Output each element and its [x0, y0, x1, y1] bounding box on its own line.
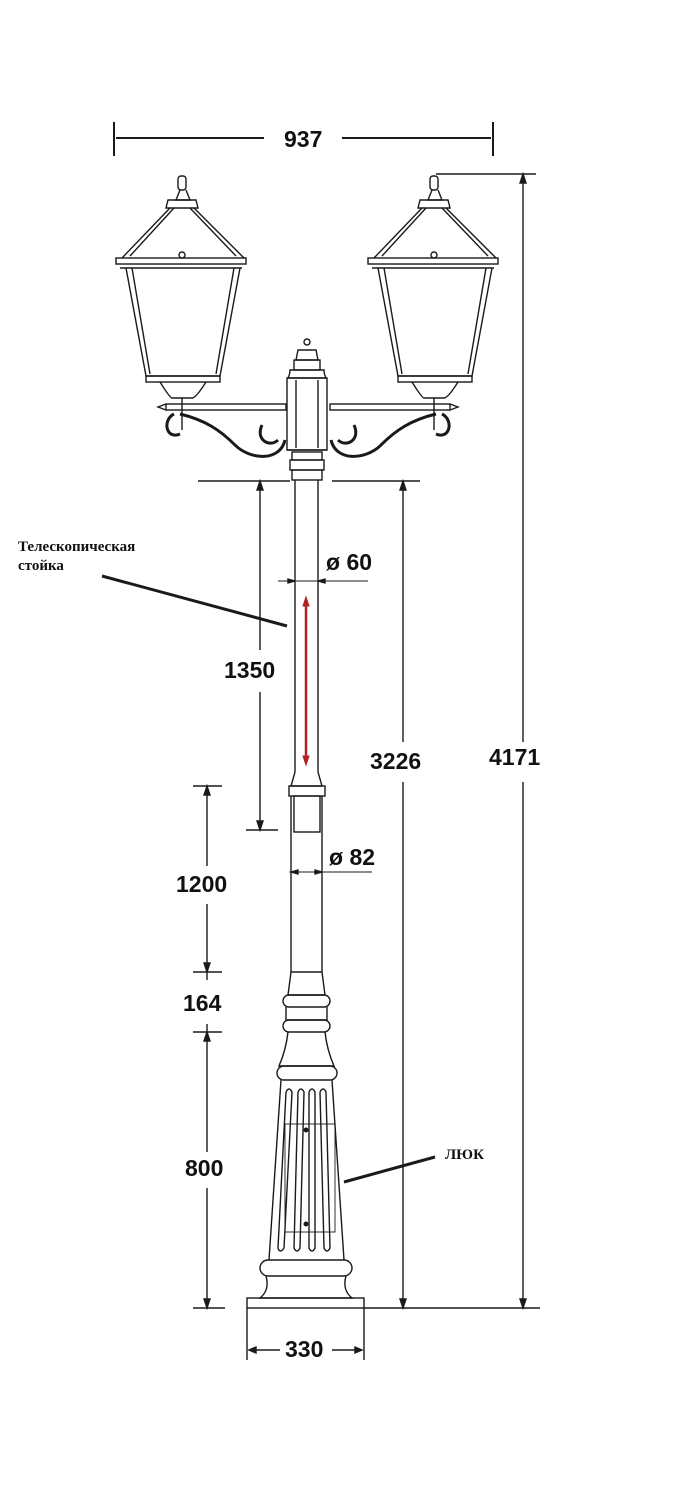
total-height-dimension	[436, 171, 536, 1311]
hatch-callout: ЛЮК	[445, 1147, 484, 1163]
central-hub	[286, 338, 328, 481]
lower-stack-dimensions	[193, 783, 222, 1311]
left-lantern	[115, 175, 247, 430]
pole-height-dimension	[332, 478, 420, 1311]
upper-pipe	[288, 480, 326, 833]
lower-pipe	[290, 796, 323, 972]
lower-pipe-length-label: 1200	[176, 871, 228, 897]
base-height-label: 800	[185, 1155, 224, 1181]
telescopic-length-label: 1350	[224, 657, 276, 683]
pole-height-label: 3226	[370, 748, 422, 774]
telescopic-leader-line	[101, 574, 288, 628]
cross-arm	[156, 403, 460, 458]
total-height-label: 4171	[489, 744, 541, 770]
base-width-dimension	[247, 1345, 364, 1355]
right-lantern	[367, 175, 499, 430]
width-dimension-line	[113, 122, 494, 156]
total-width-label: 937	[284, 126, 323, 152]
collar-height-label: 164	[183, 990, 222, 1016]
diameter-60-label: ø 60	[326, 549, 373, 575]
base-width-label: 330	[285, 1336, 324, 1362]
telescopic-dimension	[198, 478, 290, 833]
fluted-base	[246, 1031, 365, 1360]
collar	[282, 971, 331, 1033]
hatch-leader-line	[343, 1155, 436, 1184]
diameter-60-dimension	[278, 578, 368, 584]
diameter-82-label: ø 82	[329, 844, 376, 870]
telescopic-range-arrow	[302, 595, 310, 767]
diameter-82-dimension	[288, 869, 372, 875]
telescopic-callout: Телескопическая стойка	[18, 539, 136, 574]
